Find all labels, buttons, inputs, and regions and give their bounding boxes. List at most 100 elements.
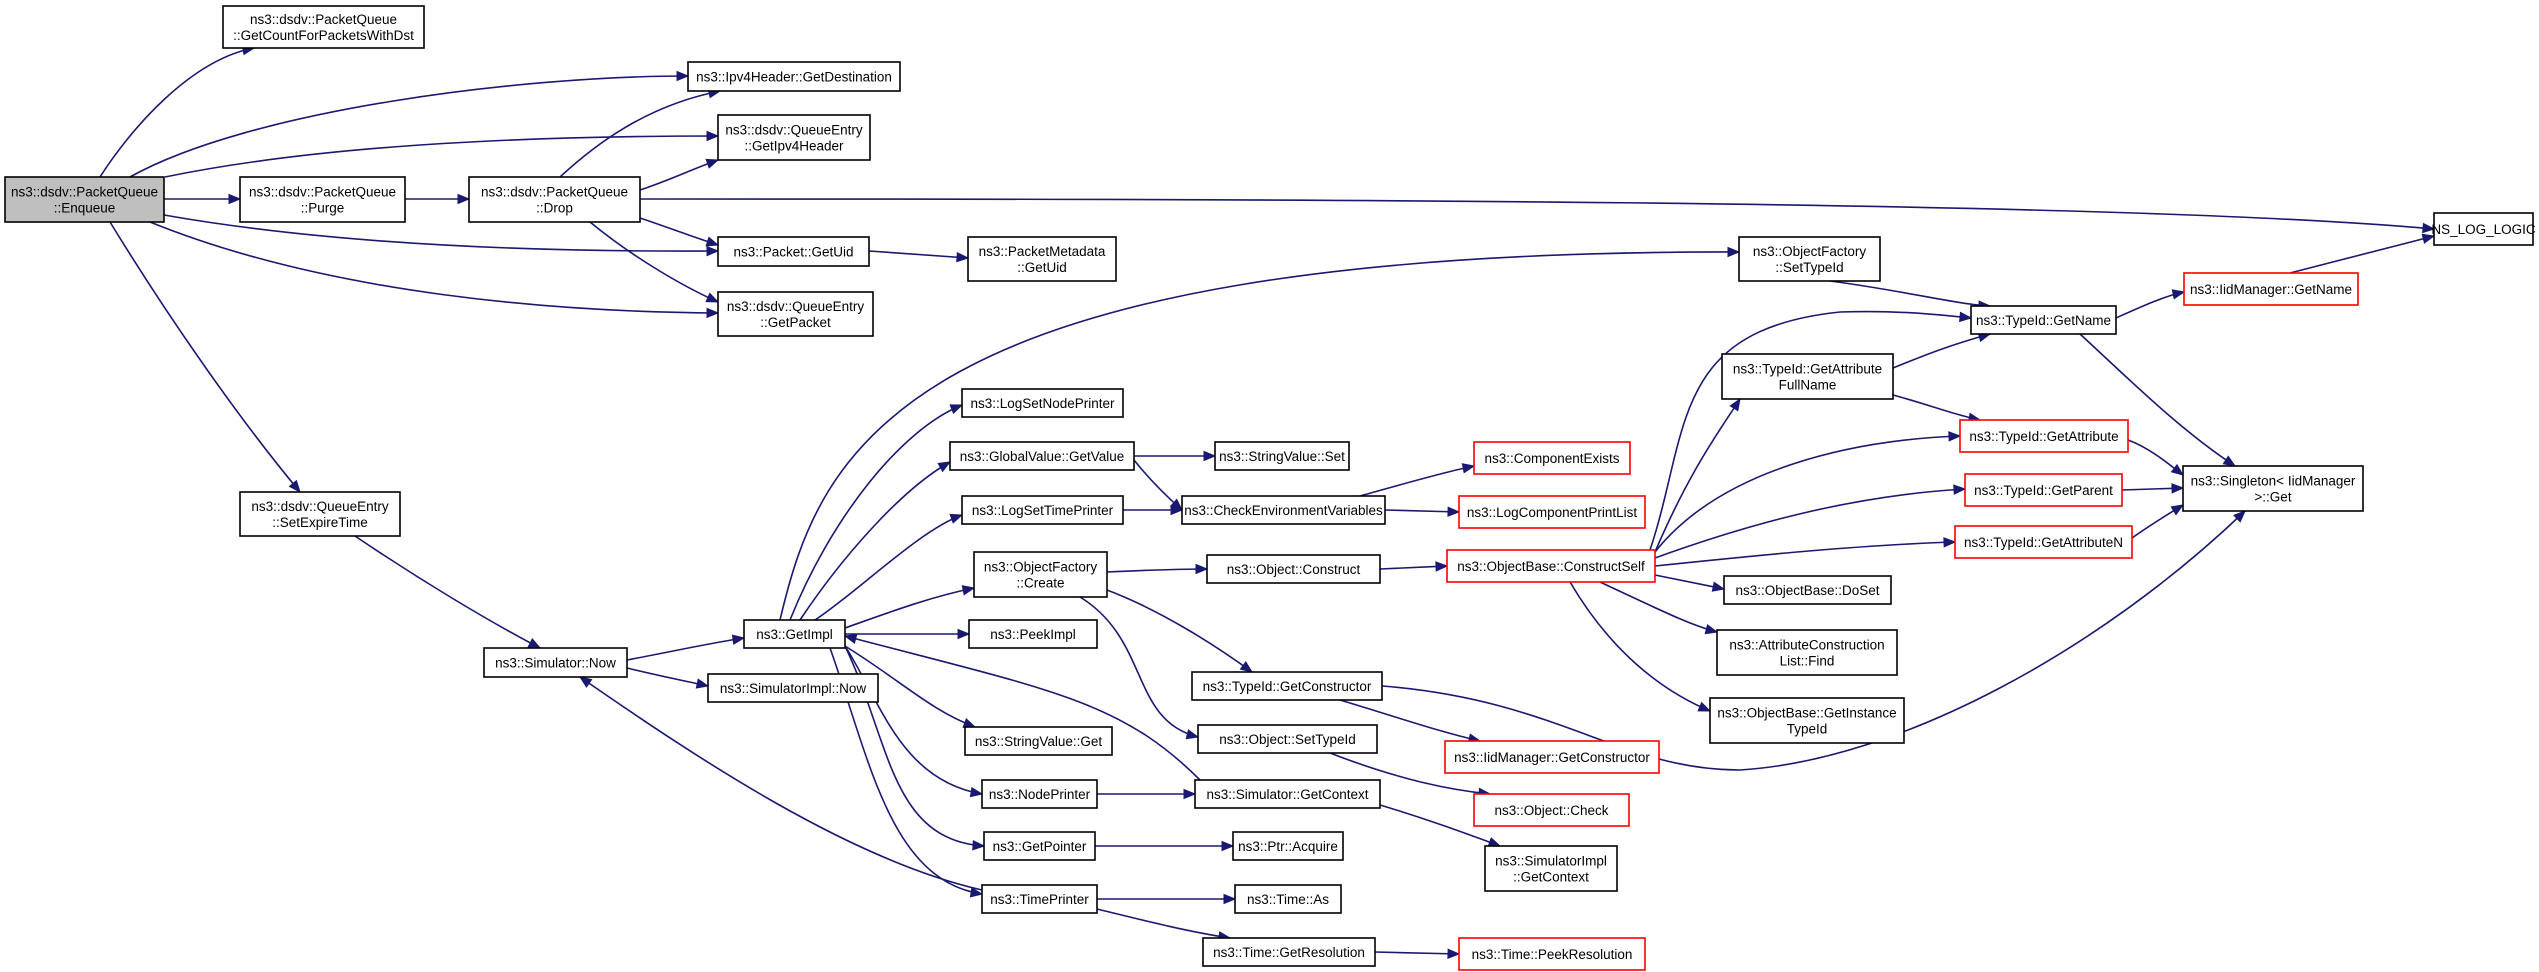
- node-timeprinter[interactable]: ns3::TimePrinter: [981, 884, 1098, 914]
- node-getattributen[interactable]: ns3::TypeId::GetAttributeN: [1954, 525, 2133, 559]
- node-box-logsetnode[interactable]: [961, 388, 1124, 418]
- node-box-logsettime[interactable]: [961, 495, 1124, 525]
- node-box-logcomplist[interactable]: [1458, 495, 1646, 529]
- node-getipv4header[interactable]: ns3::dsdv::QueueEntry::GetIpv4Header: [717, 114, 871, 161]
- node-box-iidgetconstructor[interactable]: [1444, 740, 1660, 774]
- node-pmgetuid[interactable]: ns3::PacketMetadata::GetUid: [967, 236, 1117, 282]
- node-box-doset[interactable]: [1723, 575, 1892, 605]
- node-box-acfind[interactable]: [1716, 629, 1898, 676]
- node-box-pmgetuid[interactable]: [967, 236, 1117, 282]
- node-box-objcheck[interactable]: [1473, 793, 1630, 827]
- node-box-simnow[interactable]: [483, 647, 628, 678]
- node-getparent[interactable]: ns3::TypeId::GetParent: [1964, 473, 2123, 507]
- node-checkenv[interactable]: ns3::CheckEnvironmentVariables: [1181, 495, 1386, 525]
- node-box-objsettypeid[interactable]: [1197, 724, 1378, 754]
- node-ofsettypeid[interactable]: ns3::ObjectFactory::SetTypeId: [1738, 236, 1881, 282]
- node-box-checkenv[interactable]: [1181, 495, 1386, 525]
- node-simimplnow[interactable]: ns3::SimulatorImpl::Now: [707, 673, 879, 703]
- node-box-setexpire[interactable]: [239, 491, 401, 537]
- node-setexpire[interactable]: ns3::dsdv::QueueEntry::SetExpireTime: [239, 491, 401, 537]
- node-box-getattribute[interactable]: [1959, 419, 2129, 453]
- node-logsettime[interactable]: ns3::LogSetTimePrinter: [961, 495, 1124, 525]
- node-timeas[interactable]: ns3::Time::As: [1234, 884, 1342, 914]
- node-box-getattrfull[interactable]: [1721, 353, 1894, 400]
- node-getcount[interactable]: ns3::dsdv::PacketQueue::GetCountForPacke…: [222, 5, 425, 49]
- node-box-objconstruct[interactable]: [1206, 554, 1381, 584]
- node-box-getconstructor[interactable]: [1191, 671, 1383, 701]
- node-box-getpacket[interactable]: [717, 291, 874, 337]
- node-box-iidgetname[interactable]: [2183, 272, 2359, 306]
- node-box-constructself[interactable]: [1446, 549, 1656, 583]
- node-typeidgetname[interactable]: ns3::TypeId::GetName: [1970, 305, 2117, 335]
- node-timepeekres[interactable]: ns3::Time::PeekResolution: [1458, 937, 1646, 971]
- node-getconstructor[interactable]: ns3::TypeId::GetConstructor: [1191, 671, 1383, 701]
- node-box-timeprinter[interactable]: [981, 884, 1098, 914]
- node-box-purge[interactable]: [239, 176, 406, 223]
- node-box-svset[interactable]: [1214, 441, 1350, 471]
- node-timegetres[interactable]: ns3::Time::GetResolution: [1202, 937, 1376, 967]
- node-box-gvgetvalue[interactable]: [949, 441, 1135, 471]
- node-logsetnode[interactable]: ns3::LogSetNodePrinter: [961, 388, 1124, 418]
- node-getpacket[interactable]: ns3::dsdv::QueueEntry::GetPacket: [717, 291, 874, 337]
- node-box-nodeprinter[interactable]: [981, 779, 1098, 809]
- node-simgetcontext[interactable]: ns3::Simulator::GetContext: [1194, 779, 1381, 809]
- node-box-peekimpl[interactable]: [968, 619, 1098, 649]
- node-constructself[interactable]: ns3::ObjectBase::ConstructSelf: [1446, 549, 1656, 583]
- node-getattribute[interactable]: ns3::TypeId::GetAttribute: [1959, 419, 2129, 453]
- node-box-getattributen[interactable]: [1954, 525, 2133, 559]
- node-objcheck[interactable]: ns3::Object::Check: [1473, 793, 1630, 827]
- node-box-svget[interactable]: [964, 726, 1113, 756]
- node-iidgetname[interactable]: ns3::IidManager::GetName: [2183, 272, 2359, 306]
- node-nslog[interactable]: NS_LOG_LOGIC: [2431, 212, 2536, 246]
- node-box-getuid[interactable]: [717, 236, 870, 267]
- node-box-getimpl[interactable]: [743, 619, 846, 649]
- node-box-enqueue[interactable]: [4, 176, 165, 223]
- node-objsettypeid[interactable]: ns3::Object::SetTypeId: [1197, 724, 1378, 754]
- node-getimpl[interactable]: ns3::GetImpl: [743, 619, 846, 649]
- node-box-timepeekres[interactable]: [1458, 937, 1646, 971]
- node-singletonget[interactable]: ns3::Singleton< IidManager>::Get: [2182, 465, 2364, 512]
- node-box-getinstancetypeid[interactable]: [1709, 697, 1905, 744]
- node-ptracquire[interactable]: ns3::Ptr::Acquire: [1232, 831, 1344, 861]
- node-box-timegetres[interactable]: [1202, 937, 1376, 967]
- node-enqueue[interactable]: ns3::dsdv::PacketQueue::Enqueue: [4, 176, 165, 223]
- node-simnow[interactable]: ns3::Simulator::Now: [483, 647, 628, 678]
- node-box-getparent[interactable]: [1964, 473, 2123, 507]
- node-box-ofcreate[interactable]: [973, 551, 1108, 598]
- node-box-singletonget[interactable]: [2182, 465, 2364, 512]
- node-logcomplist[interactable]: ns3::LogComponentPrintList: [1458, 495, 1646, 529]
- node-svset[interactable]: ns3::StringValue::Set: [1214, 441, 1350, 471]
- node-box-typeidgetname[interactable]: [1970, 305, 2117, 335]
- node-box-getipv4header[interactable]: [717, 114, 871, 161]
- node-doset[interactable]: ns3::ObjectBase::DoSet: [1723, 575, 1892, 605]
- node-box-timeas[interactable]: [1234, 884, 1342, 914]
- node-peekimpl[interactable]: ns3::PeekImpl: [968, 619, 1098, 649]
- node-simimplgetcontext[interactable]: ns3::SimulatorImpl::GetContext: [1484, 845, 1618, 892]
- node-purge[interactable]: ns3::dsdv::PacketQueue::Purge: [239, 176, 406, 223]
- node-nodeprinter[interactable]: ns3::NodePrinter: [981, 779, 1098, 809]
- node-box-ipv4getdest[interactable]: [687, 61, 901, 92]
- node-box-compexists[interactable]: [1473, 441, 1631, 475]
- node-gvgetvalue[interactable]: ns3::GlobalValue::GetValue: [949, 441, 1135, 471]
- node-box-simgetcontext[interactable]: [1194, 779, 1381, 809]
- node-drop[interactable]: ns3::dsdv::PacketQueue::Drop: [468, 176, 641, 223]
- node-box-simimplnow[interactable]: [707, 673, 879, 703]
- node-svget[interactable]: ns3::StringValue::Get: [964, 726, 1113, 756]
- node-getpointer[interactable]: ns3::GetPointer: [983, 831, 1096, 861]
- node-getuid[interactable]: ns3::Packet::GetUid: [717, 236, 870, 267]
- node-box-ptracquire[interactable]: [1232, 831, 1344, 861]
- node-compexists[interactable]: ns3::ComponentExists: [1473, 441, 1631, 475]
- node-ipv4getdest[interactable]: ns3::Ipv4Header::GetDestination: [687, 61, 901, 92]
- node-ofcreate[interactable]: ns3::ObjectFactory::Create: [973, 551, 1108, 598]
- node-box-getcount[interactable]: [222, 5, 425, 49]
- node-box-simimplgetcontext[interactable]: [1484, 845, 1618, 892]
- node-objconstruct[interactable]: ns3::Object::Construct: [1206, 554, 1381, 584]
- node-box-getpointer[interactable]: [983, 831, 1096, 861]
- node-box-drop[interactable]: [468, 176, 641, 223]
- node-iidgetconstructor[interactable]: ns3::IidManager::GetConstructor: [1444, 740, 1660, 774]
- node-box-ofsettypeid[interactable]: [1738, 236, 1881, 282]
- node-box-nslog[interactable]: [2433, 212, 2534, 246]
